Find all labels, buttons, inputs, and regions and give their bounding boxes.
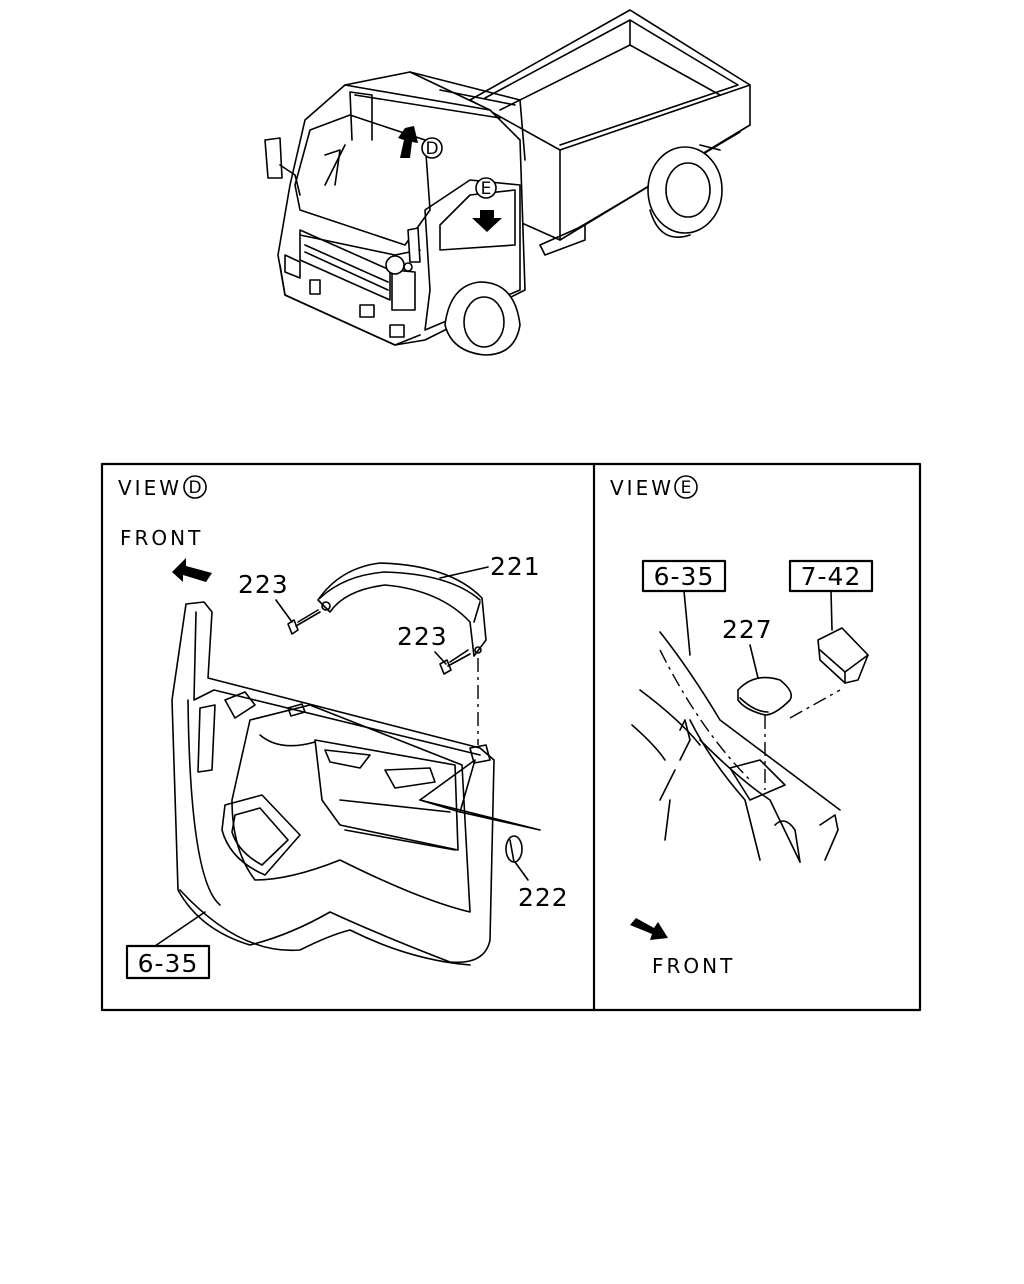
- view-d-caption-marker: D: [188, 478, 201, 498]
- view-e-caption: VIEW: [610, 476, 674, 500]
- overview-marker-d: D: [425, 139, 438, 159]
- view-e-panel: VIEW E 6-35 7-42: [610, 475, 874, 978]
- callout-223-left: 223: [238, 570, 289, 599]
- view-d-caption: VIEW: [118, 476, 182, 500]
- view-e-front-arrow-icon: [630, 918, 668, 940]
- assist-grip-221: [317, 562, 487, 657]
- leader-227: [749, 644, 759, 679]
- callout-227: 227: [722, 615, 773, 644]
- callout-221: 221: [490, 552, 541, 581]
- leader-ref-6-35: [154, 911, 206, 947]
- callout-223-right: 223: [397, 622, 448, 651]
- leader-223-left: [275, 599, 293, 623]
- view-e-caption-marker: E: [681, 478, 692, 498]
- view-e-marker-circle: [475, 177, 497, 199]
- leader-e-switch: [789, 689, 841, 719]
- view-d-ref-box: [125, 944, 211, 980]
- leader-e-6-35: [683, 590, 691, 656]
- cover-227: [737, 676, 793, 716]
- view-d-ref-label: 6-35: [138, 949, 199, 978]
- view-e-front-label: FRONT: [652, 954, 735, 978]
- view-e-arrow-icon: [472, 210, 502, 232]
- view-e-body-structure: [631, 631, 841, 863]
- overview-marker-e: E: [481, 179, 492, 199]
- view-d-panel: VIEW D FRONT: [118, 475, 569, 980]
- front-wheel: [444, 281, 521, 356]
- view-e-caption-circle: [674, 475, 698, 499]
- view-d-marker-circle: [421, 137, 443, 159]
- view-e-ref-label-7-42: 7-42: [801, 562, 862, 591]
- truck-cab: [264, 71, 526, 346]
- rear-wheel: [647, 146, 723, 238]
- leader-e-7-42: [830, 590, 833, 631]
- truck-overview: D E: [264, 9, 751, 356]
- callout-222: 222: [518, 883, 569, 912]
- switch-7-42: [817, 627, 869, 684]
- screw-223-left: [287, 609, 321, 635]
- view-d-arrow-icon: [398, 126, 418, 158]
- view-d-caption-circle: [183, 475, 207, 499]
- leader-223-right: [434, 651, 447, 665]
- view-d-front-label: FRONT: [120, 526, 203, 550]
- leader-222: [514, 861, 529, 881]
- view-d-front-arrow-icon: [172, 558, 212, 582]
- clip-222: [419, 799, 541, 863]
- leader-221: [439, 566, 489, 579]
- detail-frame: [100, 462, 922, 1012]
- view-e-ref-label-6-35: 6-35: [654, 562, 715, 591]
- headliner-panel: [171, 601, 495, 966]
- screw-223-right: [439, 649, 471, 675]
